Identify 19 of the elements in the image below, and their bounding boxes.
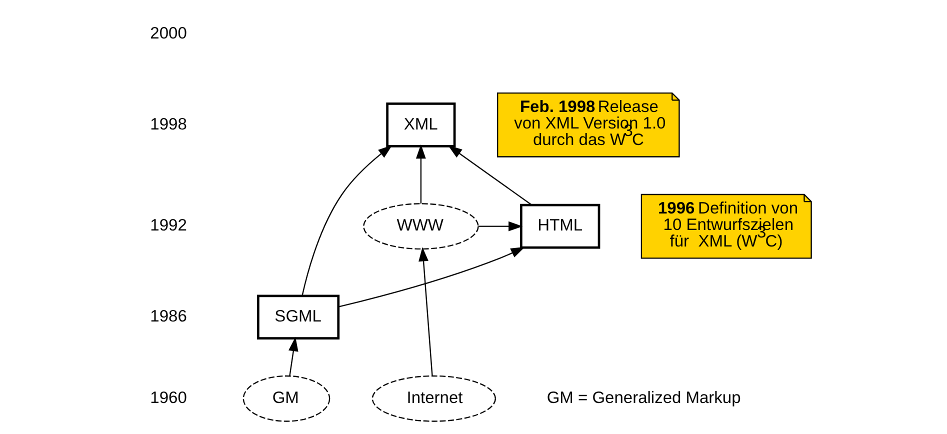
node-ellipse: GM bbox=[242, 375, 330, 422]
label: 1986 bbox=[150, 308, 186, 326]
arrow bbox=[338, 246, 524, 308]
label: 1992 bbox=[150, 216, 186, 235]
node-ellipse: WWW bbox=[362, 203, 478, 250]
arrow bbox=[301, 145, 392, 296]
label: 1998 bbox=[150, 115, 186, 134]
label: 1960 bbox=[150, 388, 186, 407]
label: 2000 bbox=[150, 24, 186, 42]
arrow bbox=[288, 337, 298, 376]
label: GM = Generalized Markup bbox=[546, 388, 740, 407]
arrow bbox=[415, 144, 426, 204]
arrow bbox=[418, 247, 432, 376]
arrow bbox=[478, 221, 522, 232]
node-box: XML bbox=[386, 102, 456, 148]
arrow bbox=[447, 145, 532, 206]
node-box: HTML bbox=[520, 204, 600, 249]
node-box: SGML bbox=[256, 294, 340, 340]
node-ellipse: Internet bbox=[371, 375, 496, 422]
